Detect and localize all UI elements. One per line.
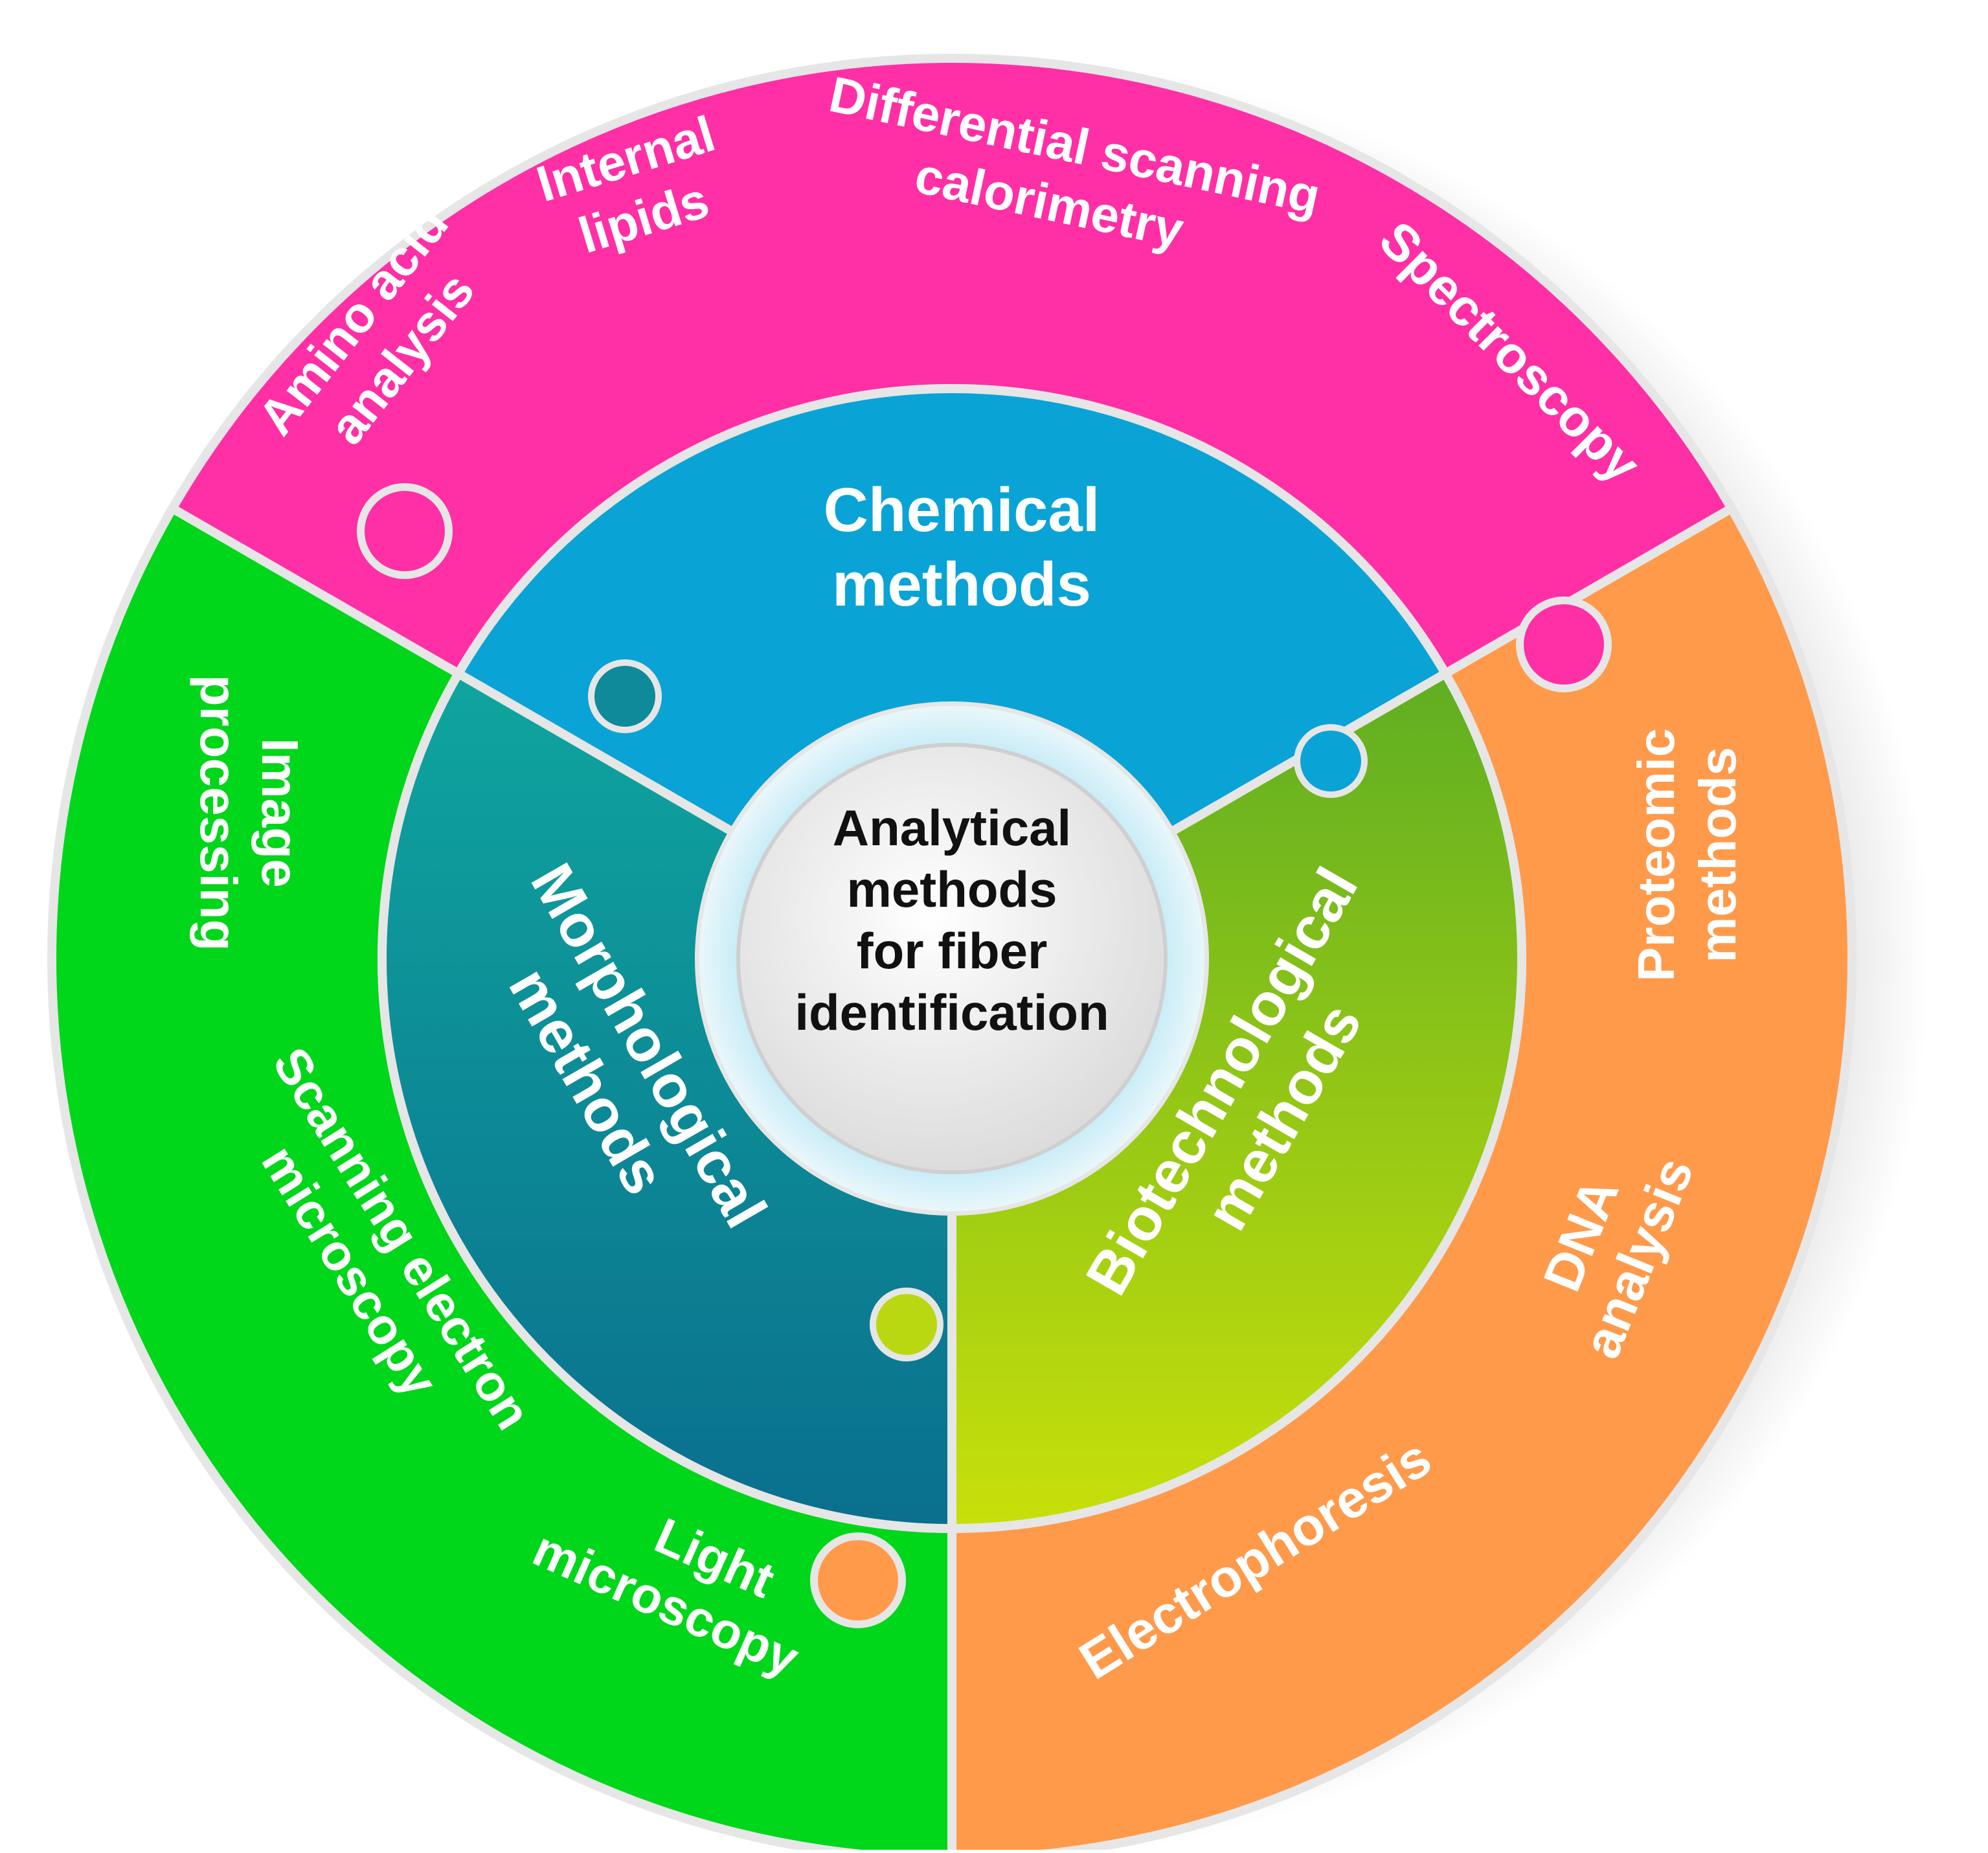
center-title-line-1: Analytical xyxy=(833,799,1071,856)
image-processing-label: Image processing xyxy=(190,675,309,951)
puzzle-tab-chemical-biotechnological xyxy=(1516,597,1612,692)
outer-ring xyxy=(47,53,1857,1853)
image-processing-line-1: Image xyxy=(251,738,309,887)
puzzle-tab-chemical-morphological xyxy=(357,483,453,579)
puzzle-tabs xyxy=(357,483,1612,1628)
chemical-methods-label-line-1: Chemical xyxy=(824,475,1100,545)
proteomic-methods-line-1: Proteomic xyxy=(1627,728,1685,981)
proteomic-methods-line-2: methods xyxy=(1689,747,1746,962)
puzzle-tab-inner-right xyxy=(1294,724,1368,798)
image-processing-line-2: processing xyxy=(190,675,247,951)
puzzle-tab-inner-left xyxy=(588,659,662,733)
center-title-line-4: identification xyxy=(795,984,1109,1041)
chemical-methods-label-line-2: methods xyxy=(832,550,1091,619)
proteomic-methods-label: Proteomic methods xyxy=(1627,728,1746,981)
center-title-line-2: methods xyxy=(846,861,1057,918)
center-title-line-3: for fiber xyxy=(857,922,1048,979)
puzzle-tab-morphological-biotechnological xyxy=(810,1532,906,1628)
inner-ring xyxy=(378,384,1526,1534)
center-disc xyxy=(736,743,1168,1174)
puzzle-tab-inner-bottom xyxy=(870,1288,943,1361)
